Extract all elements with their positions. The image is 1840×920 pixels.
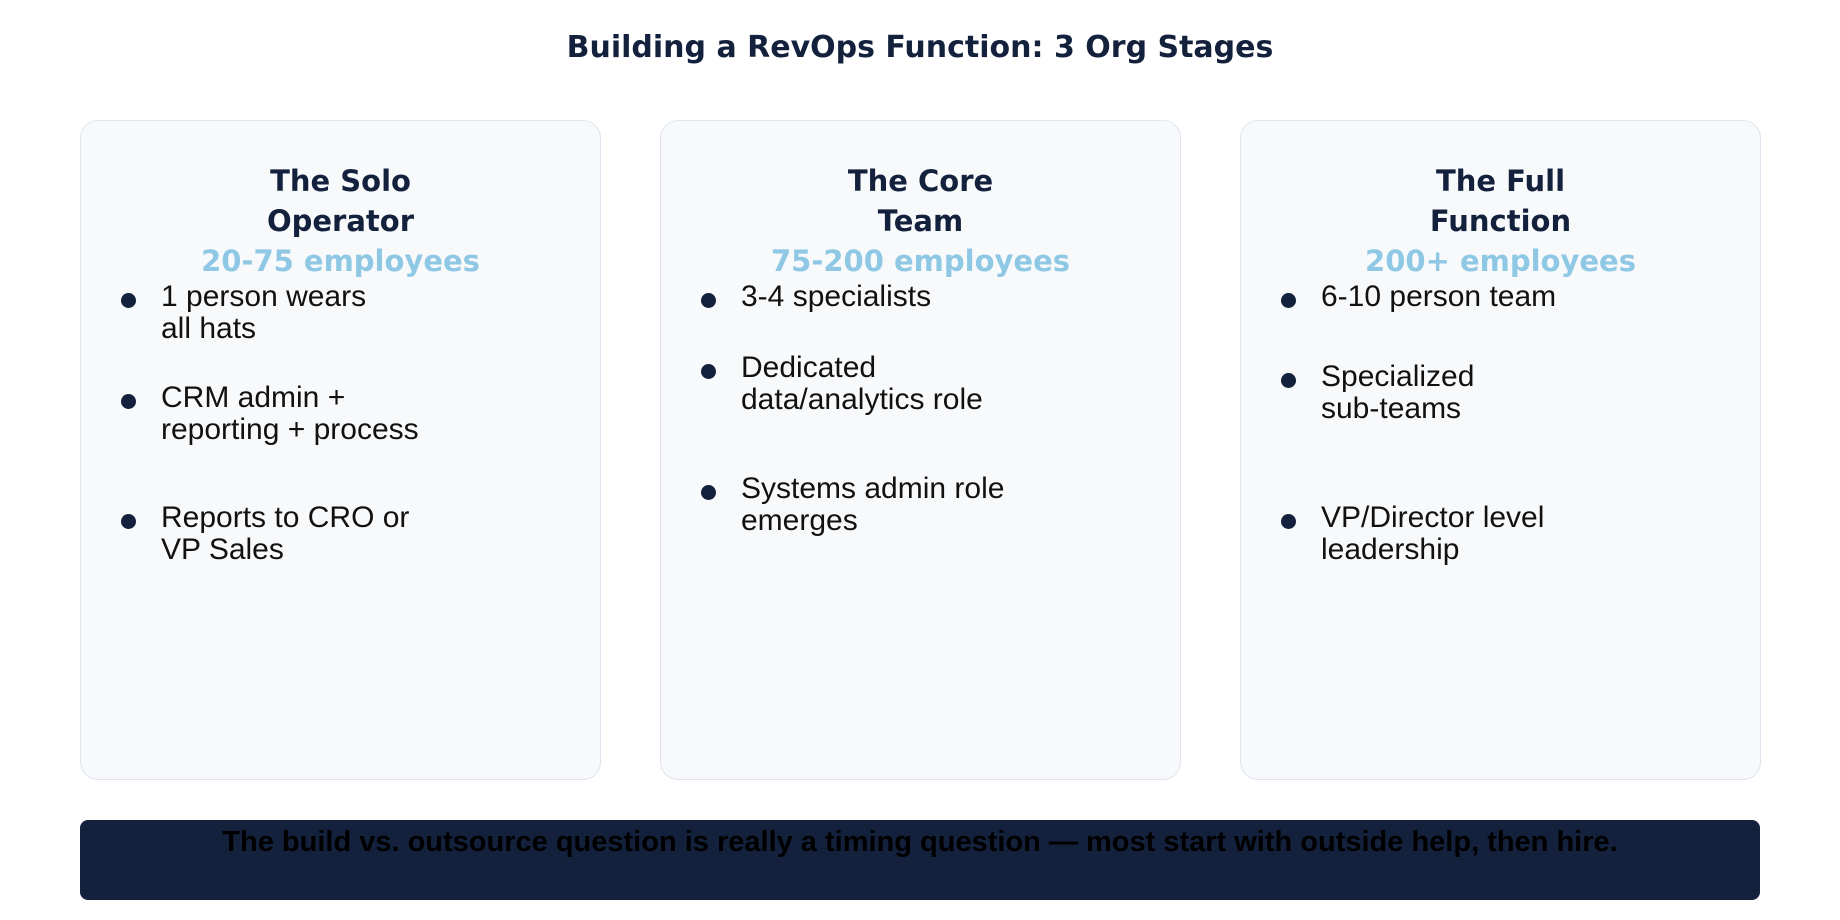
bullet-line: CRM admin + <box>161 381 346 414</box>
bullet-text: 1 person wears all hats <box>161 281 366 345</box>
stage-card-solo-operator: The Solo Operator 20-75 employees 1 pers… <box>80 120 601 780</box>
bullet-line: 6-10 person team <box>1321 280 1557 313</box>
bullet-line: Dedicated <box>741 351 877 384</box>
bullet-line: all hats <box>161 312 257 345</box>
bullet-dot-icon <box>1281 373 1296 388</box>
bullet-dot-icon <box>121 514 136 529</box>
page-title: Building a RevOps Function: 3 Org Stages <box>566 30 1274 65</box>
bullet-text: 6-10 person team <box>1321 281 1556 313</box>
bullet-dot-icon <box>701 364 716 379</box>
bullet-line: Reports to CRO or <box>161 501 410 534</box>
bullet-line: reporting + process <box>161 413 419 446</box>
bullet-text: Dedicated data/analytics role <box>741 352 983 416</box>
footer-banner: The build vs. outsource question is real… <box>80 820 1760 900</box>
bullet-line: data/analytics role <box>741 383 983 416</box>
bullet-text: Systems admin role emerges <box>741 473 1004 537</box>
bullet-line: VP/Director level <box>1321 501 1545 534</box>
stage-employee-range: 20-75 employees <box>201 244 480 278</box>
bullet-dot-icon <box>121 394 136 409</box>
bullet-dot-icon <box>1281 293 1296 308</box>
stage-title-line: The Core <box>847 164 994 198</box>
stage-card-core-team: The Core Team 75-200 employees 3-4 speci… <box>660 120 1181 780</box>
bullet-line: Systems admin role <box>741 472 1005 505</box>
bullet-line: sub-teams <box>1321 392 1462 425</box>
bullet-text: CRM admin + reporting + process <box>161 382 419 446</box>
bullet-text: Reports to CRO or VP Sales <box>161 502 409 566</box>
stage-card-full-function: The Full Function 200+ employees 6-10 pe… <box>1240 120 1761 780</box>
stage-employee-range: 200+ employees <box>1365 244 1636 278</box>
bullet-dot-icon <box>121 293 136 308</box>
stage-title-line: The Full <box>1435 164 1566 198</box>
bullet-line: VP Sales <box>161 533 284 566</box>
stage-employee-range: 75-200 employees <box>770 244 1071 278</box>
bullet-dot-icon <box>701 485 716 500</box>
bullet-line: Specialized <box>1321 360 1475 393</box>
bullet-line: leadership <box>1321 533 1460 566</box>
stage-title-line: Team <box>877 204 964 238</box>
bullet-text: 3-4 specialists <box>741 281 931 313</box>
stage-title: The Core Team <box>661 161 1180 241</box>
bullet-dot-icon <box>1281 514 1296 529</box>
stage-title: The Full Function <box>1241 161 1760 241</box>
bullet-text: Specialized sub-teams <box>1321 361 1474 425</box>
stage-title-line: Function <box>1429 204 1572 238</box>
stage-title: The Solo Operator <box>81 161 600 241</box>
bullet-dot-icon <box>701 293 716 308</box>
stage-title-line: Operator <box>266 204 415 238</box>
stage-title-line: The Solo <box>270 164 411 198</box>
bullet-line: 3-4 specialists <box>741 280 932 313</box>
bullet-text: VP/Director level leadership <box>1321 502 1544 566</box>
bullet-line: 1 person wears <box>161 280 367 313</box>
bullet-line: emerges <box>741 504 858 537</box>
footer-text: The build vs. outsource question is real… <box>222 826 1618 858</box>
